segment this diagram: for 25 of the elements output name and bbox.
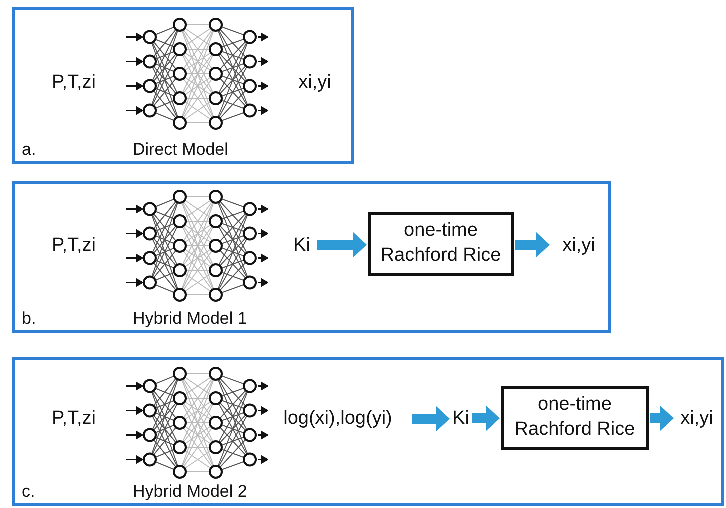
panel-frame — [12, 181, 611, 333]
panel-frame — [12, 7, 354, 164]
output-label: xi,yi — [675, 401, 719, 437]
arrow — [650, 406, 674, 432]
input-label: P,T,zi — [33, 228, 115, 264]
arrow — [515, 232, 550, 258]
output-label: log(xi),log(yi) — [265, 401, 411, 437]
output-label: Ki — [451, 401, 471, 437]
arrow — [412, 406, 450, 432]
panel-frame — [12, 357, 724, 506]
output-label: xi,yi — [287, 65, 343, 101]
panel-title: Direct Model — [133, 141, 228, 158]
output-label: Ki — [288, 228, 316, 264]
input-label: P,T,zi — [33, 401, 115, 437]
panel-letter: a. — [22, 141, 36, 158]
input-label: P,T,zi — [33, 65, 115, 101]
panel-letter: b. — [22, 310, 36, 327]
process-box: one-time Rachford Rice — [368, 212, 514, 276]
panel-title: Hybrid Model 1 — [133, 310, 248, 327]
arrow — [472, 406, 500, 432]
panel-title: Hybrid Model 2 — [133, 483, 248, 500]
arrow — [317, 232, 367, 258]
output-label: xi,yi — [551, 228, 607, 264]
process-box: one-time Rachford Rice — [501, 386, 649, 450]
panel-letter: c. — [22, 483, 36, 500]
